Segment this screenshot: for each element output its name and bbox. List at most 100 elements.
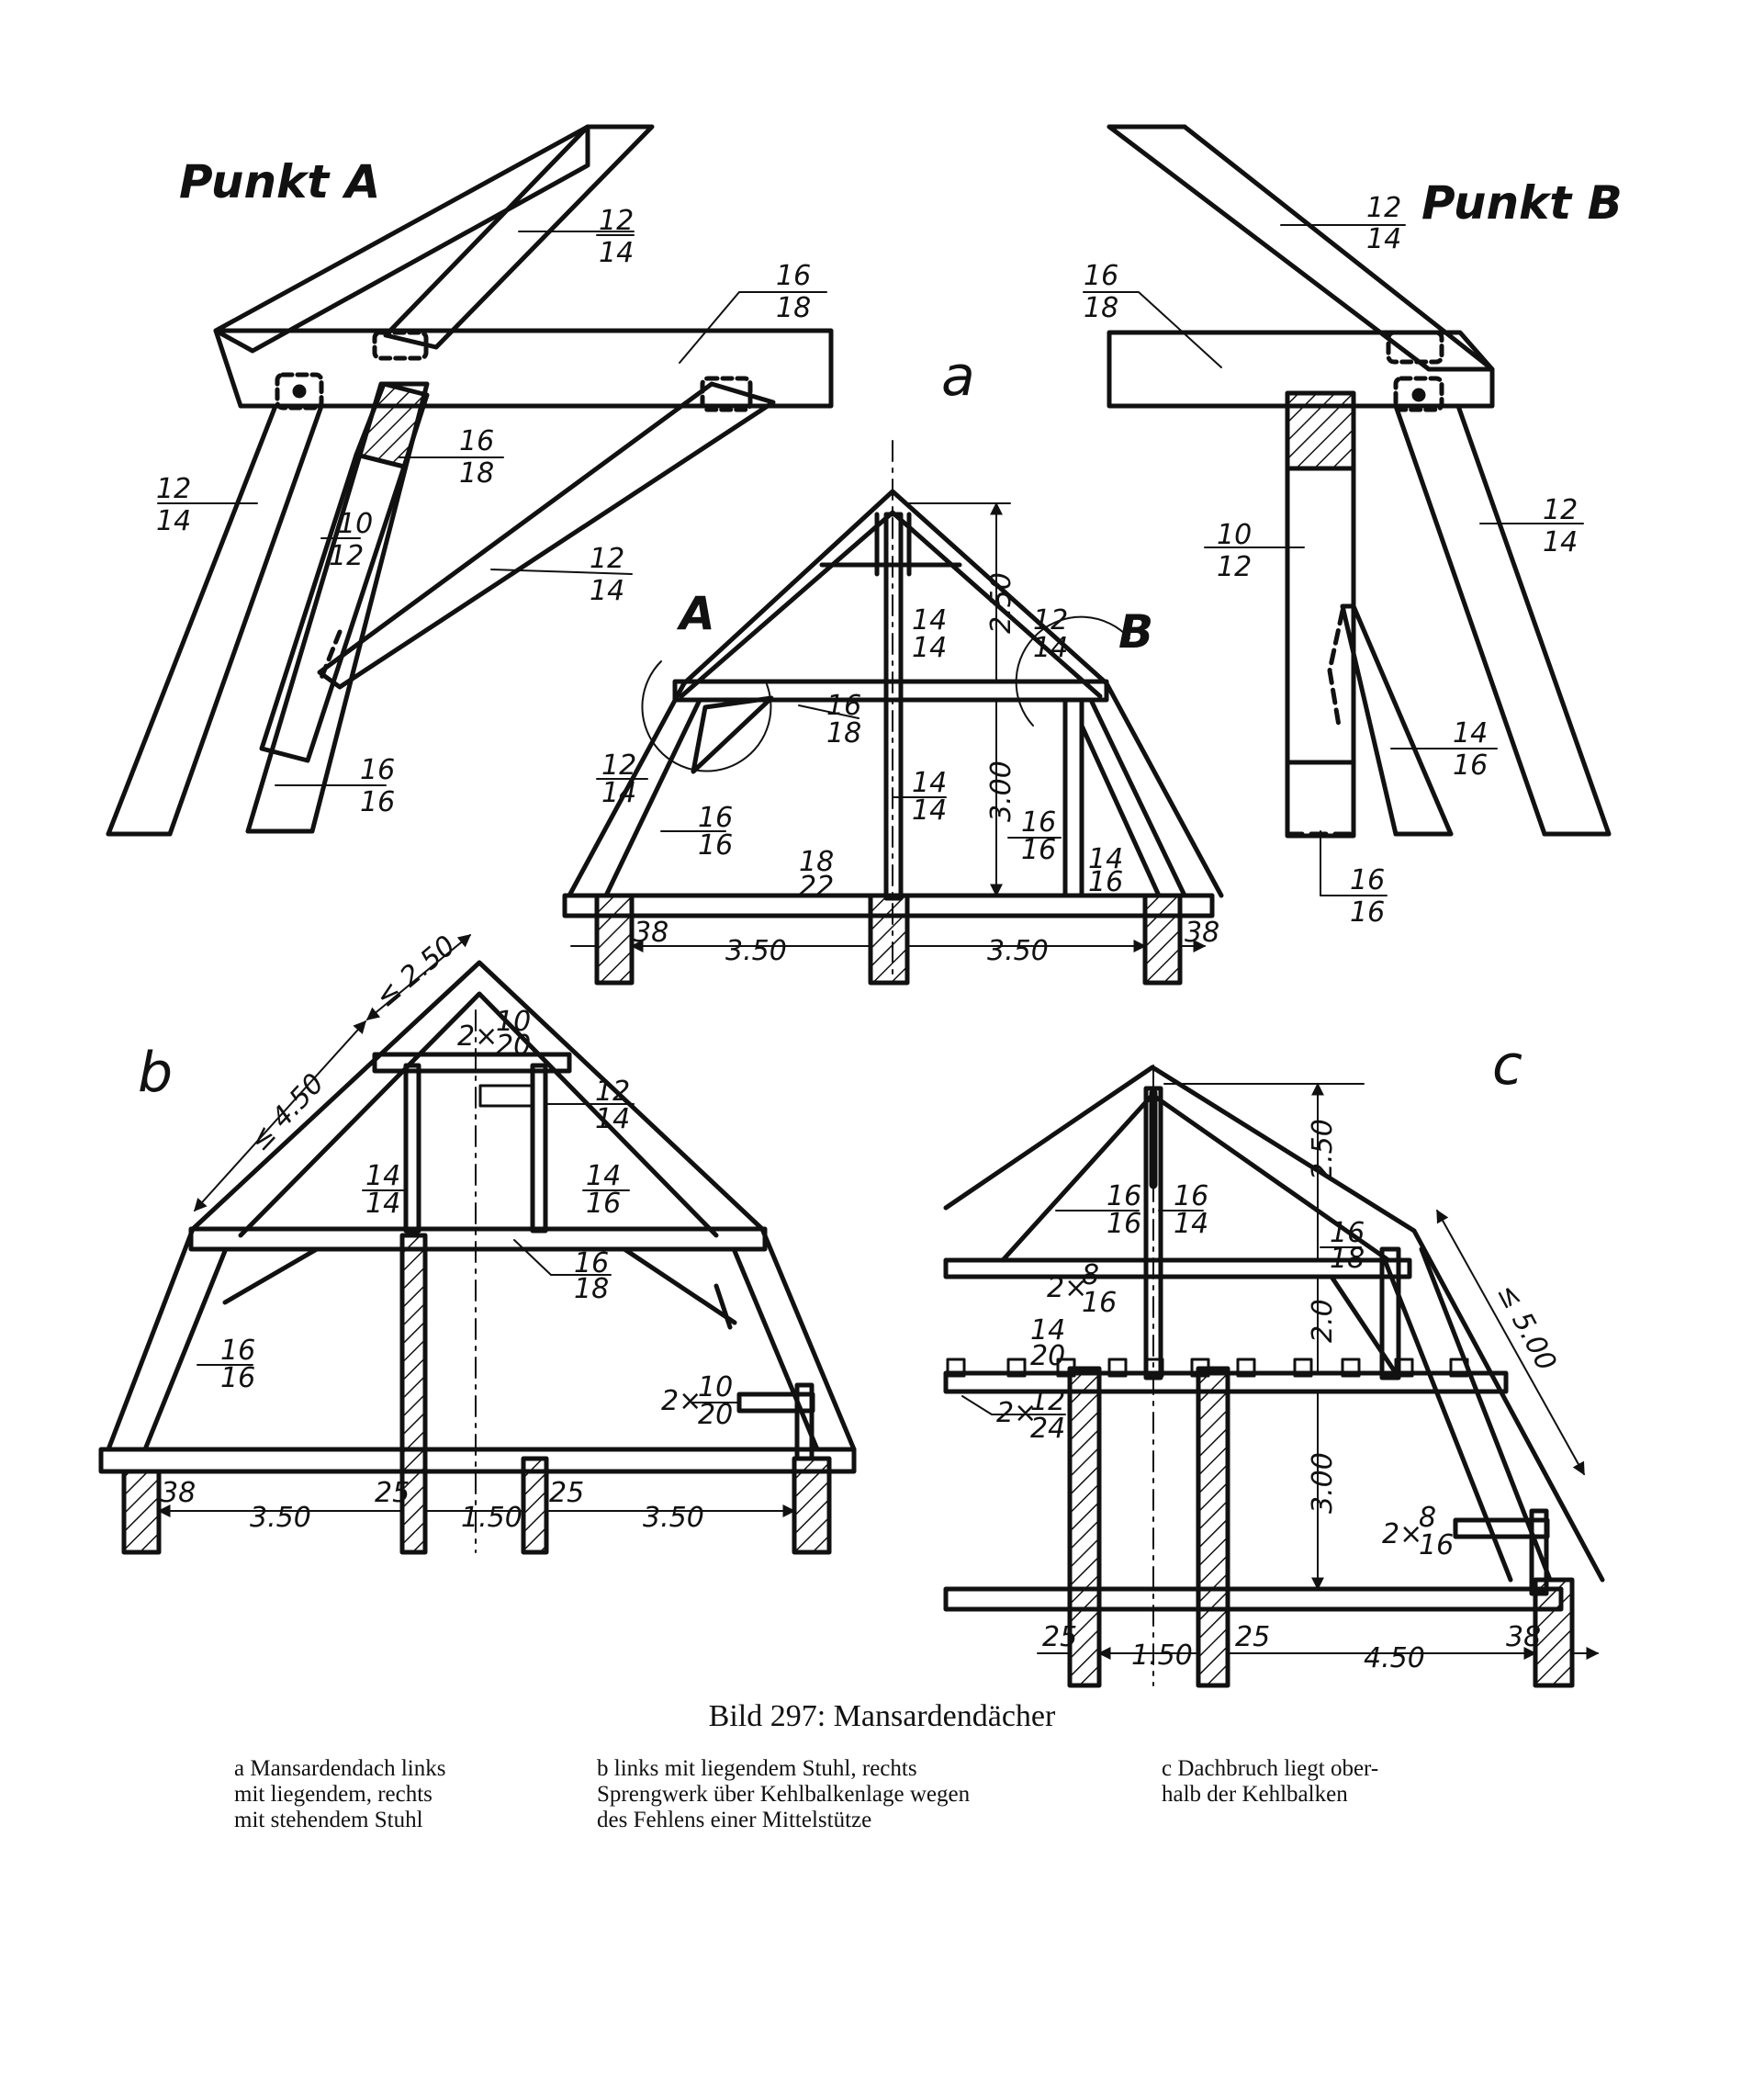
detail-b-brace (1340, 603, 1454, 837)
figure-a-right-brace (1079, 723, 1162, 898)
detail-b-pin (1386, 330, 1444, 365)
figure-c-tie-leader (961, 1395, 1066, 1415)
figure-c-strut-num: 16 (1107, 1180, 1141, 1212)
figure-b-strut-den: 16 (586, 1188, 621, 1220)
figure-b-collar-pair: 2× (457, 1020, 498, 1053)
detail-b-post-num: 10 (1217, 519, 1252, 551)
figure-b-wall-c2 (521, 1456, 549, 1555)
figure-a-king-lower-den: 14 (912, 794, 947, 827)
figure-a (562, 440, 1224, 986)
detail-b-bottom-leader (1320, 830, 1388, 896)
figure-b-wall-left (121, 1469, 162, 1555)
figure-a-collar-den: 18 (826, 717, 861, 749)
figure-a-right-brace-den: 16 (1088, 866, 1123, 898)
figure-c-collar-pair-num: 8 (1082, 1259, 1099, 1291)
figure-a-w1: 3.50 (725, 935, 787, 967)
detail-a-bottom-num: 16 (360, 754, 395, 786)
figure-c-purlin-den: 20 (1030, 1340, 1065, 1372)
detail-b-right-den: 14 (1543, 526, 1578, 558)
figure-b-collar-pair-num: 10 (496, 1006, 531, 1038)
figure-c-w2: 4.50 (1364, 1642, 1425, 1674)
figure-b-wall-c2: 25 (549, 1477, 584, 1509)
figure-c-floor (943, 1586, 1564, 1612)
detail-b-post-den: 12 (1217, 551, 1252, 583)
detail-a-beam-num: 16 (776, 260, 811, 292)
figure-a-wall-r: 38 (1185, 917, 1219, 949)
detail-a-title: Punkt A (179, 155, 380, 208)
caption-title: Bild 297: Mansardendächer (708, 1699, 1056, 1733)
figure-b-right-slope-inner (732, 1248, 820, 1452)
detail-a-pin (372, 330, 429, 361)
figure-c-wall-right (1533, 1577, 1575, 1688)
detail-b-leaders (1083, 224, 1584, 896)
figure-c-strut-den: 16 (1107, 1208, 1141, 1240)
figure-a-leg-num: 16 (698, 802, 733, 834)
figure-c-dim-slope (1436, 1209, 1585, 1476)
figure-b-labels: b ≤ 2.50 ≤ 4.50 2× 10 20 12 14 14 14 14 … (138, 930, 733, 1534)
figure-a-leg-den: 16 (698, 829, 733, 862)
figure-c-wall-left (1067, 1366, 1102, 1688)
figure-a-right-brace-num: 14 (1088, 843, 1123, 875)
figure-b-side-pair: 2× (661, 1385, 702, 1417)
figure-c-tie-pair-den: 24 (1030, 1413, 1065, 1445)
figure-b-post-den: 14 (365, 1188, 400, 1220)
figure-b-w1: 3.50 (250, 1502, 311, 1534)
detail-b-beam-leader (1083, 291, 1222, 368)
figure-a-h-top: 2.50 (985, 572, 1017, 634)
detail-a-rafter-leader (518, 231, 635, 236)
detail-a-tie-beam (213, 328, 834, 409)
figure-a-circle-a (641, 660, 772, 772)
detail-b-beam-den: 18 (1084, 292, 1118, 324)
figure-c-slope-dim: ≤ 5.00 (1490, 1279, 1563, 1376)
detail-a-beam-leader (679, 291, 827, 364)
figure-c-right-post (1379, 1246, 1401, 1380)
figure-c-collar-pair-den: 16 (1082, 1287, 1117, 1319)
figure-b-leg-den: 16 (220, 1362, 255, 1394)
detail-a-brace-leader (490, 569, 633, 575)
figure-b-left-hanger (403, 1063, 421, 1234)
detail-b-right-leg (1393, 403, 1612, 837)
detail-a-hatched-purlin (354, 381, 430, 469)
figure-b-side-pair-den: 20 (698, 1399, 733, 1431)
detail-b-rafter-den: 14 (1366, 223, 1401, 255)
figure-a-letter: a (941, 344, 975, 409)
detail-a-post-den: 12 (329, 540, 364, 572)
detail-a-bolt (292, 384, 307, 399)
detail-b-hatched-purlin (1285, 390, 1356, 471)
figure-a-king-lower-num: 14 (912, 767, 947, 799)
caption-part-a: a Mansardendach links mit liegendem, rec… (234, 1756, 446, 1832)
figure-a-rafter-num: 12 (1033, 604, 1068, 637)
figure-a-left-brace (691, 695, 774, 774)
detail-a-brace (317, 381, 776, 690)
figure-c-wall-c: 25 (1235, 1621, 1270, 1653)
detail-a-left-leg (106, 403, 324, 837)
detail-a-leaders (157, 231, 827, 786)
figure-b-wall-right (792, 1456, 832, 1555)
detail-a-post-num: 10 (338, 508, 373, 540)
detail-b-rafter-num: 12 (1366, 192, 1401, 224)
detail-b-beam-num: 16 (1084, 260, 1118, 292)
detail-b-brace-den: 16 (1453, 749, 1488, 782)
figure-b-leg-num: 16 (220, 1335, 255, 1367)
figure-c-collar-pair: 2× (1047, 1272, 1087, 1304)
figure-c-king-den: 14 (1174, 1208, 1208, 1240)
figure-b-rafter-den: 14 (595, 1103, 630, 1135)
figure-b-leaders (197, 1103, 740, 1403)
detail-b-bolt (1411, 388, 1426, 402)
detail-a-beam-den: 18 (776, 292, 811, 324)
figure-a-collar-num: 16 (826, 690, 861, 722)
figure-b-collar (372, 1052, 572, 1074)
figure-b-right-hanger (530, 1063, 548, 1234)
figure-a-floor-num: 18 (799, 846, 834, 878)
figure-b-wall-l: 38 (161, 1477, 196, 1509)
figure-c-w-mid: 1.50 (1131, 1640, 1193, 1672)
figure-b-outline (106, 960, 857, 1452)
detail-a-labels: Punkt A 12 14 16 18 16 18 12 14 10 12 12… (156, 155, 811, 818)
figure-b-letter: b (138, 1041, 173, 1105)
figure-a-wall-left (594, 893, 635, 986)
detail-a-brace-foot (319, 629, 343, 681)
detail-a-brace-num: 12 (590, 543, 624, 575)
figure-b-wall-c1: 25 (375, 1477, 410, 1509)
detail-b-pin-low (1393, 376, 1444, 412)
